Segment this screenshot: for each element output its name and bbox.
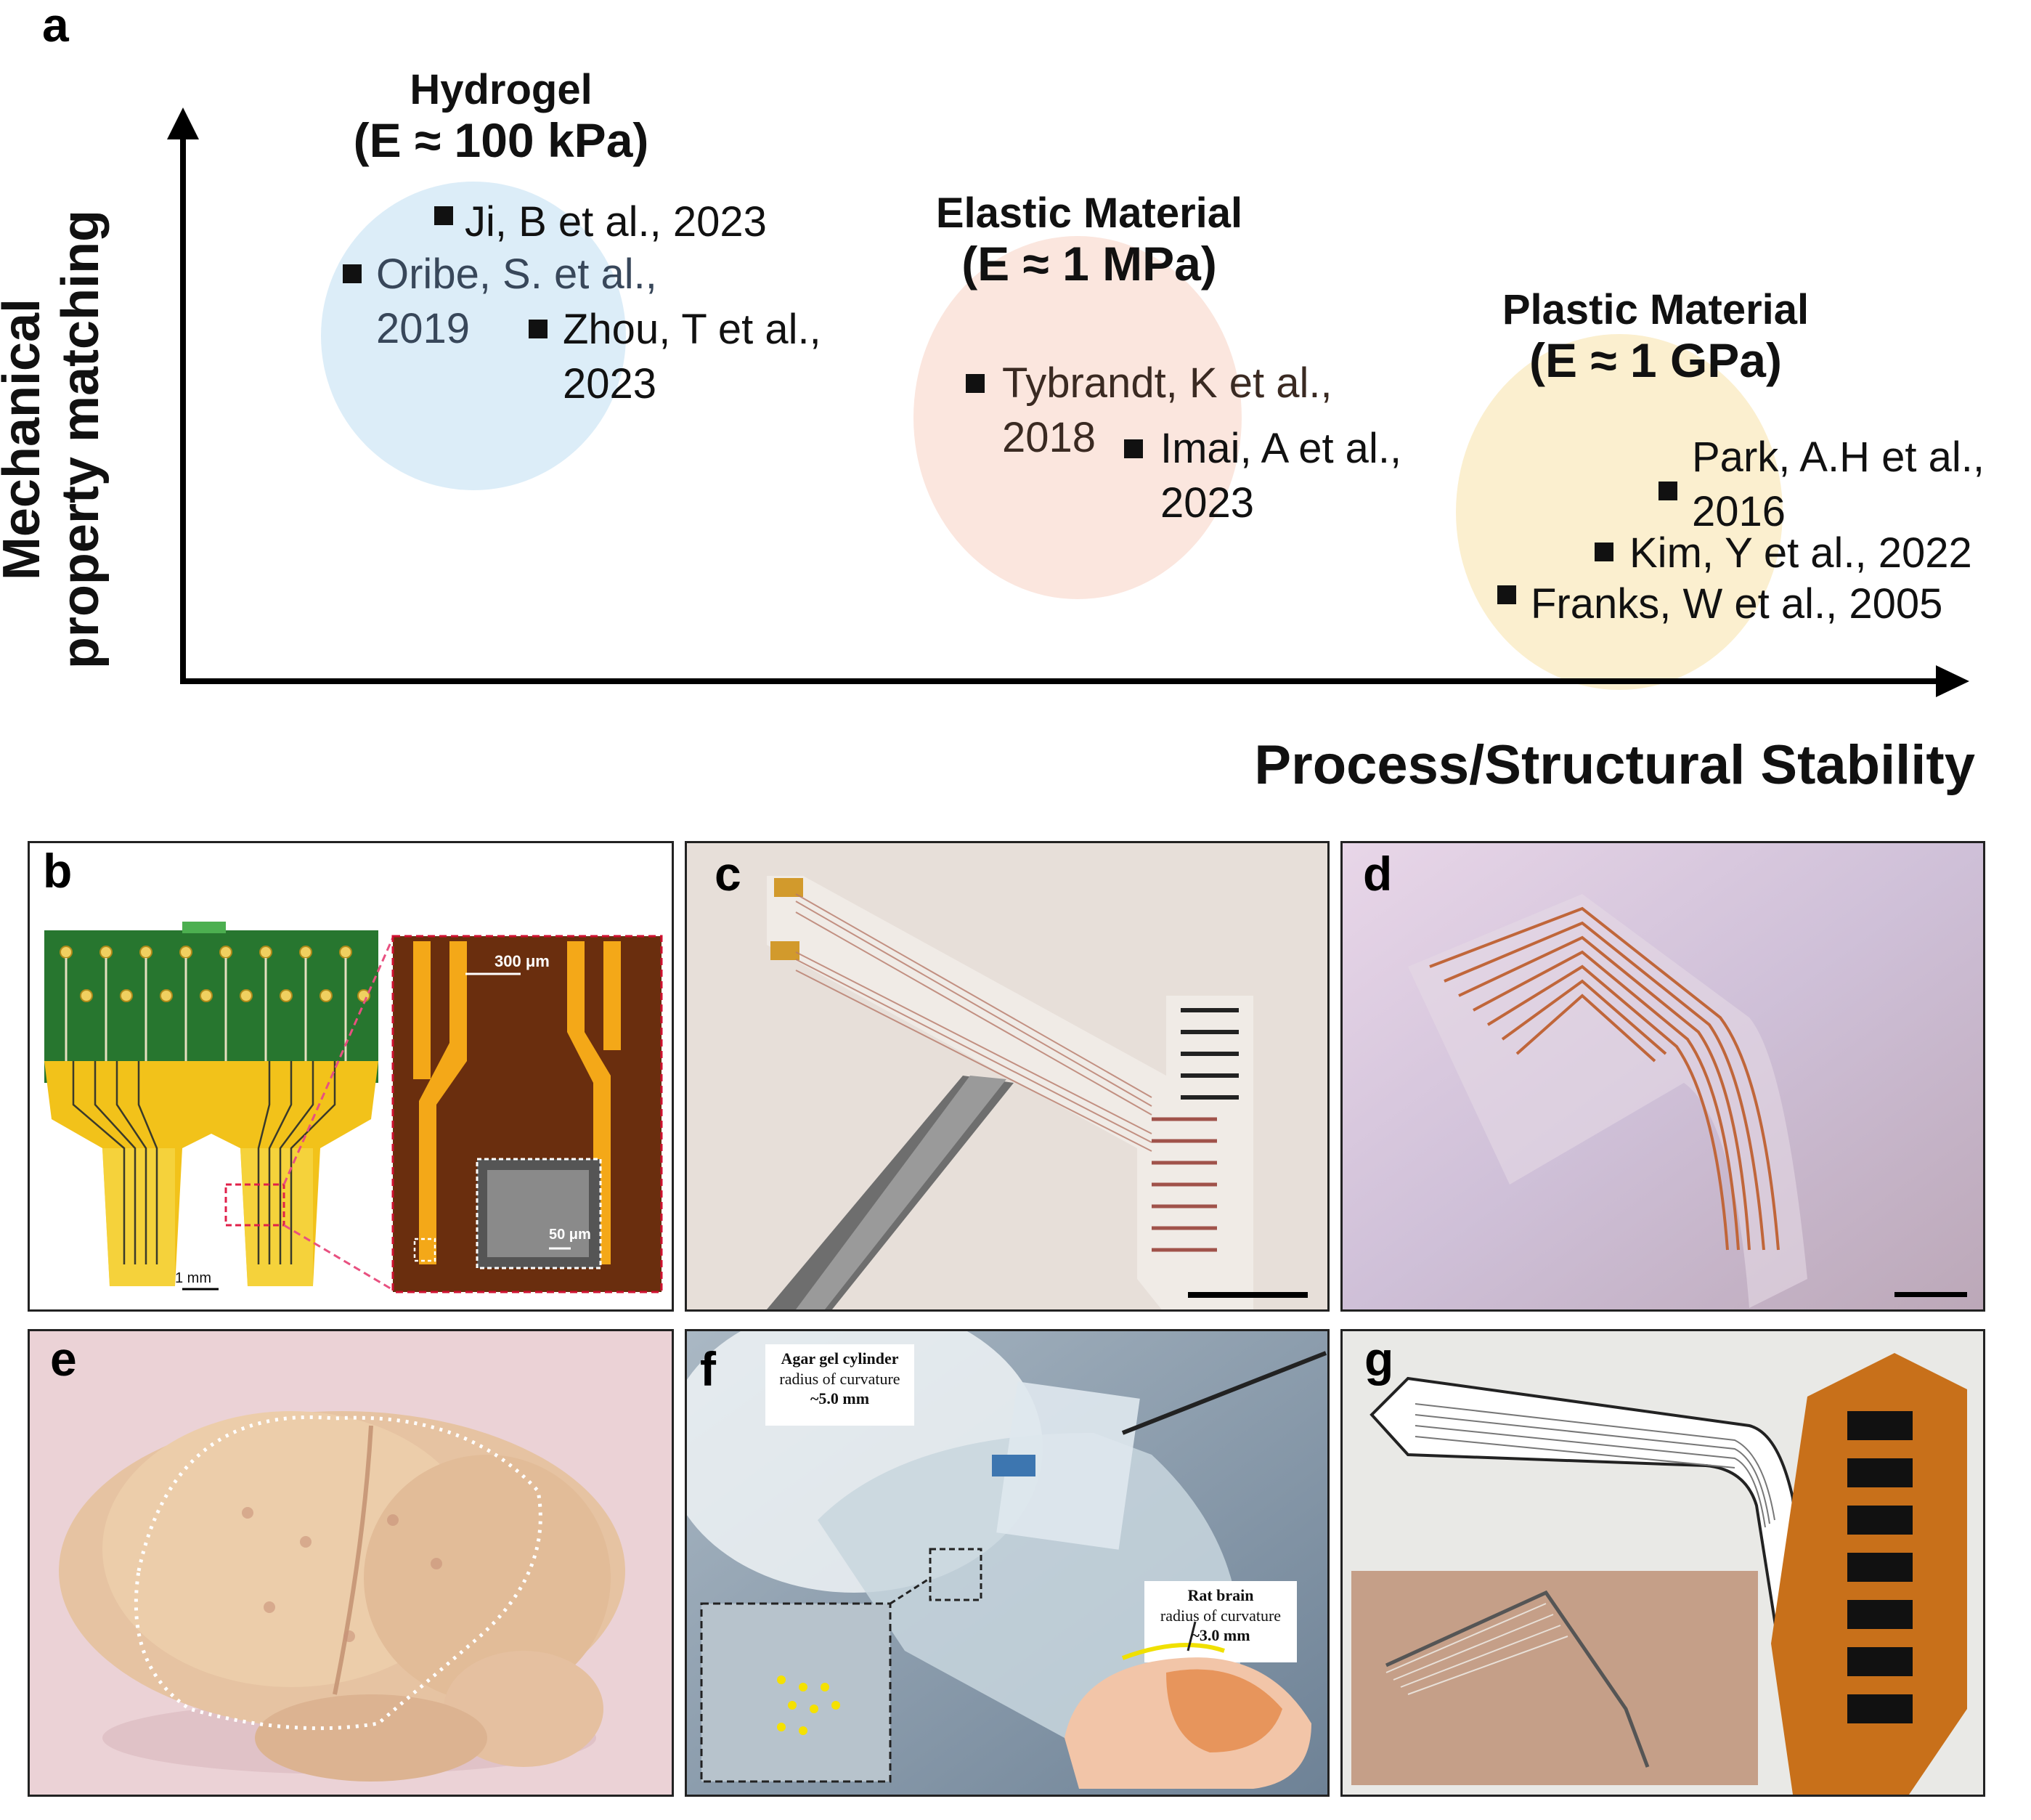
ref-imai: Imai, A et al., 2023 (1160, 421, 1401, 531)
ref-line: Oribe, S. et al., (376, 251, 657, 298)
panel-f-illustration (687, 1331, 1327, 1795)
agar-label: Agar gel cylinder radius of curvature ~5… (765, 1349, 914, 1409)
panel-letter-c: c (715, 847, 741, 901)
hydrogel-bubble (321, 182, 626, 490)
ref-zhou: Zhou, T et al., 2023 (563, 302, 821, 412)
scale-label-300um: 300 μm (494, 952, 550, 970)
scale-label-main: 1 mm (175, 1270, 211, 1286)
y-axis-label-line1: Mechanical (0, 298, 51, 581)
panel-letter-b: b (43, 844, 73, 898)
rat-label: Rat brain radius of curvature ~3.0 mm (1144, 1585, 1297, 1646)
elastic-caption: Elastic Material (E ≈ 1 MPa) (857, 190, 1322, 291)
panel-letter-f: f (700, 1342, 716, 1396)
panel-letter-e: e (50, 1332, 77, 1386)
axes (167, 107, 1969, 697)
ref-park: Park, A.H et al., 2016 (1692, 430, 1985, 540)
panel-letter-g: g (1364, 1332, 1394, 1386)
ref-line: 2023 (1160, 479, 1255, 527)
agar-label-title: Agar gel cylinder (781, 1349, 899, 1368)
ref-oribe: Oribe, S. et al., 2019 (376, 247, 657, 357)
ref-line: Imai, A et al., (1160, 425, 1402, 472)
ref-line: 2019 (376, 305, 471, 353)
scale-label-50um: 50 μm (549, 1227, 591, 1243)
elastic-title: Elastic Material (935, 190, 1243, 237)
panel-f: f Agar gel cylinder radius of curvature … (685, 1329, 1330, 1797)
ref-line: 2016 (1692, 488, 1786, 536)
ref-franks: Franks, W et al., 2005 (1531, 577, 1942, 631)
plastic-title: Plastic Material (1502, 286, 1810, 333)
ref-bullet (529, 320, 548, 338)
rat-label-line3: ~3.0 mm (1191, 1626, 1250, 1644)
panel-e-illustration (30, 1331, 672, 1795)
panel-d-illustration (1343, 843, 1983, 1309)
panel-letter-d: d (1363, 847, 1393, 901)
elastic-bubble (913, 236, 1242, 599)
panel-letter-a: a (42, 0, 69, 52)
hydrogel-caption: Hydrogel (E ≈ 100 kPa) (283, 66, 719, 168)
panel-c: c (685, 841, 1330, 1312)
ref-bullet (434, 206, 453, 225)
ref-bullet (1658, 482, 1677, 500)
ref-bullet (1497, 585, 1516, 604)
rat-label-title: Rat brain (1187, 1586, 1254, 1604)
ref-tybrandt: Tybrandt, K et al., 2018 (1002, 356, 1332, 466)
agar-label-line3: ~5.0 mm (810, 1389, 870, 1407)
panel-b-illustration (44, 922, 663, 1293)
ref-bullet (966, 374, 985, 393)
elastic-modulus: (E ≈ 1 MPa) (961, 236, 1217, 291)
ref-bullet (1124, 439, 1143, 458)
plastic-bubble (1456, 334, 1783, 690)
hydrogel-title: Hydrogel (410, 66, 593, 113)
panel-g-illustration (1343, 1331, 1983, 1795)
panel-b: b 1 mm 300 μm 50 μm (28, 841, 674, 1312)
ref-ji: Ji, B et al., 2023 (465, 195, 767, 249)
ref-kim: Kim, Y et al., 2022 (1629, 526, 1972, 580)
plastic-caption: Plastic Material (E ≈ 1 GPa) (1423, 286, 1888, 388)
ref-line: Tybrandt, K et al., (1002, 359, 1332, 407)
ref-line: 2023 (563, 360, 657, 408)
panel-g: g (1340, 1329, 1985, 1797)
agar-label-line2: radius of curvature (779, 1369, 900, 1388)
plastic-modulus: (E ≈ 1 GPa) (1529, 333, 1782, 387)
ref-line: Kim, Y et al., 2022 (1629, 529, 1972, 577)
ref-line: Park, A.H et al., (1692, 434, 1985, 481)
ref-line: Zhou, T et al., (563, 306, 821, 353)
hydrogel-modulus: (E ≈ 100 kPa) (353, 113, 649, 167)
panel-e: e (28, 1329, 674, 1797)
ref-bullet (1595, 543, 1613, 561)
ref-bullet (343, 264, 362, 283)
panel-d: d (1340, 841, 1985, 1312)
x-axis-label: Process/Structural Stability (1254, 734, 1975, 796)
ref-line: Franks, W et al., 2005 (1531, 580, 1943, 627)
ref-line: 2018 (1002, 414, 1096, 462)
y-axis-label: Mechanical property matching (0, 163, 116, 715)
y-axis-label-line2: property matching (51, 209, 110, 670)
panel-c-illustration (687, 843, 1327, 1309)
ref-line: Ji, B et al., 2023 (465, 198, 767, 245)
rat-label-line2: radius of curvature (1160, 1606, 1282, 1625)
